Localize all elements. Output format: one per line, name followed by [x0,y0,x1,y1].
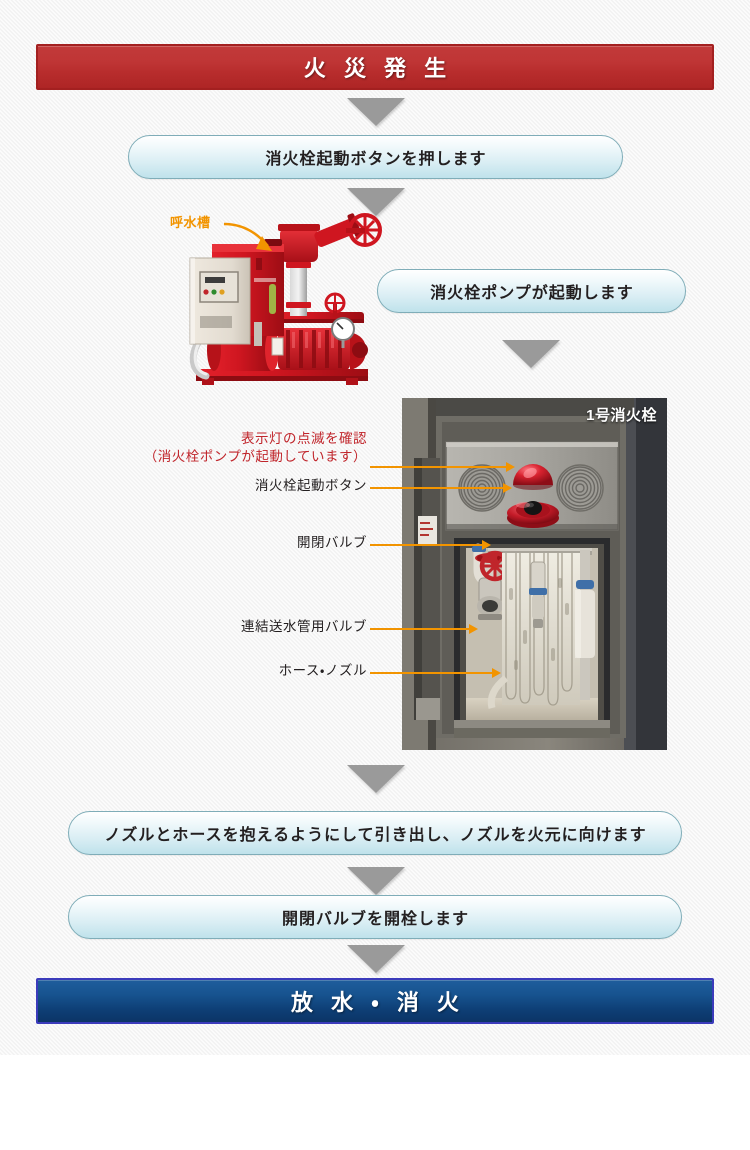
arrow-head-icon [506,462,515,472]
flow-step-open-valve: 開閉バルブを開栓します [68,895,682,939]
arrow-head-icon [469,624,478,634]
annotation-line-1: 表示灯の点滅を確認 [241,431,367,446]
triangle-down-icon [347,98,405,126]
triangle-down-icon [347,188,405,216]
cabinet-caption-label: 1号消火栓 [586,407,657,424]
arrow-head-icon [482,540,491,550]
triangle-down-icon [347,945,405,973]
annotation-line-1: 開閉バルブ [297,535,367,550]
curved-arrow-icon [223,222,272,251]
fire-pump-photo: 呼水槽 [168,206,390,392]
flow-start-banner: 火 災 発 生 [36,44,714,90]
annotation-connecting-water-pipe-valve: 連結送水管用バルブ [241,618,367,636]
leader-line-connecting-water-pipe-valve [370,628,471,630]
leader-line-hose-nozzle [370,672,494,674]
flow-end-banner: 放 水 ・ 消 火 [36,978,714,1024]
fire-hydrant-cabinet-photo: 1号消火栓 [402,398,667,750]
annotation-hose-nozzle: ホース・ノズル [279,662,367,680]
annotation-line-1: 連結送水管用バルブ [241,619,367,634]
annotation-line-1: ホース・ノズル [278,663,367,678]
pump-callout-label: 呼水槽 [170,215,211,230]
annotation-line-1: 消火栓起動ボタン [255,478,367,493]
annotation-line-2: （消火栓ポンプが起動しています） [143,449,367,465]
triangle-down-icon [347,765,405,793]
flow-step-pump-starts: 消火栓ポンプが起動します [377,269,686,313]
leader-line-indicator-lamp [370,466,508,468]
flow-step-press-start-button: 消火栓起動ボタンを押します [128,135,623,179]
flow-step-pull-out-nozzle-and-hose: ノズルとホースを抱えるようにして引き出し、ノズルを火元に向けます [68,811,682,855]
arrow-head-icon [503,483,512,493]
triangle-down-icon [347,867,405,895]
fire-hydrant-usage-flowchart: 火 災 発 生 消火栓起動ボタンを押します [36,44,714,1024]
triangle-down-icon [502,340,560,368]
arrow-head-icon [492,668,501,678]
leader-line-open-close-valve [370,544,484,546]
annotation-indicator-lamp: 表示灯の点滅を確認 （消火栓ポンプが起動しています） [144,430,367,466]
page-white-footer-area [0,1055,750,1150]
leader-line-start-button [370,487,505,489]
annotation-open-close-valve: 開閉バルブ [297,534,367,552]
annotation-start-button: 消火栓起動ボタン [255,477,367,495]
